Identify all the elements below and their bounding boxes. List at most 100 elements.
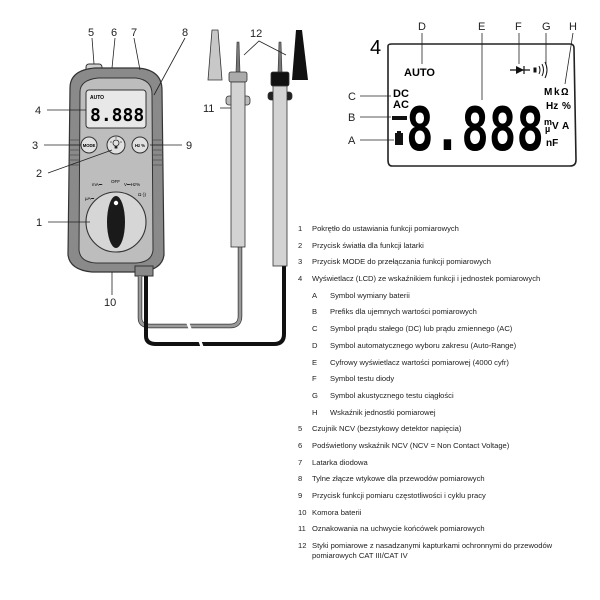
- legend-item-text: Prefiks dla ujemnych wartości pomiarowyc…: [330, 307, 477, 317]
- legend-item-text: Latarka diodowa: [312, 457, 368, 467]
- lead-black: [144, 265, 286, 346]
- legend-item-number: D: [312, 340, 318, 350]
- callout-3: 3: [32, 140, 38, 152]
- legend-subitem: D Symbol automatycznego wyboru zakresu (A…: [298, 341, 598, 358]
- probe-gray: [225, 41, 251, 248]
- legend-item-text: Symbol akustycznego testu ciągłości: [330, 390, 454, 400]
- legend-subitem: B Prefiks dla ujemnych wartości pomiarowy…: [298, 307, 598, 324]
- legend-item-text: Symbol wymiany baterii: [330, 290, 410, 300]
- legend-item-number: 3: [298, 257, 303, 267]
- legend-subitem: E Cyfrowy wyświetlacz wartości pomiarowej…: [298, 358, 598, 375]
- lcd-detail: 4 AUTO DC AC 8.888 M k Ω Hz % m µ V A nF: [370, 37, 577, 167]
- callout-12: 12: [250, 28, 262, 40]
- legend-item: 2 Przycisk światła dla funkcji latarki: [298, 241, 598, 258]
- lcd-unit-m: M: [544, 87, 552, 98]
- lcd-detail-number: 4: [370, 37, 381, 59]
- lcd-ac: AC: [393, 99, 409, 111]
- legend-item-number: 7: [298, 457, 303, 467]
- legend-item-number: 11: [298, 524, 306, 534]
- legend-item-number: 4: [298, 274, 303, 284]
- legend-item-number: E: [312, 357, 318, 367]
- probe-gray-tip: [235, 41, 241, 73]
- legend-item-text: Oznakowania na uchwycie końcówek pomiaro…: [312, 524, 485, 534]
- probe-black-guard: [270, 71, 290, 87]
- callout-11: 11: [203, 103, 214, 115]
- legend-item-number: 12: [298, 541, 307, 551]
- callout-6: 6: [111, 27, 117, 39]
- legend-item-text: Pokrętło do ustawiania funkcji pomiarowy…: [312, 224, 459, 233]
- device-lcd-digits: 8.888: [90, 105, 144, 126]
- lcd-unit-micro: µ: [545, 124, 550, 134]
- legend-item-text: Podświetlony wskaźnik NCV (NCV = Non Con…: [312, 440, 510, 450]
- callout-f: F: [515, 21, 522, 33]
- buzzer-icon: [533, 61, 548, 79]
- callout-e: E: [478, 21, 485, 33]
- lcd-minus: [392, 116, 407, 120]
- callout-g: G: [542, 21, 551, 33]
- callout-a: A: [348, 135, 356, 147]
- legend-item: 8 Tylne złącze wtykowe dla przewodów pomi…: [298, 474, 598, 491]
- lcd-unit-hz: Hz: [546, 101, 558, 112]
- lcd-unit-percent: %: [562, 101, 571, 112]
- probe-black: [267, 41, 293, 267]
- legend-item-text: Wyświetlacz (LCD) ze wskaźnikiem funkcji…: [312, 274, 541, 284]
- legend-item-text: Przycisk światła dla funkcji latarki: [312, 240, 424, 250]
- legend-item-number: 5: [298, 424, 303, 434]
- legend-item-text: Wskaźnik jednostki pomiarowej: [330, 407, 436, 417]
- legend-item-text: Tylne złącze wtykowe dla przewodów pomia…: [312, 474, 485, 484]
- lead-break-mark: [196, 335, 206, 353]
- legend-item-text: Symbol prądu stałego (DC) lub prądu zmie…: [330, 324, 513, 334]
- callout-8: 8: [182, 27, 188, 39]
- battery-icon: [395, 131, 403, 145]
- legend-item-number: 8: [298, 474, 303, 484]
- lcd-unit-ohm: Ω: [561, 87, 569, 98]
- lcd-dc: DC: [393, 88, 409, 100]
- hz-button[interactable]: [131, 136, 149, 154]
- legend-item: 10 Komora baterii: [298, 508, 598, 525]
- diode-icon: [510, 66, 530, 74]
- hz-button-label: Hz %: [135, 143, 145, 148]
- dial-knob[interactable]: [107, 196, 125, 248]
- lcd-unit-k: k: [554, 87, 560, 98]
- lcd-unit-nf: nF: [546, 138, 558, 149]
- dial-label-ohm: Ω·)): [138, 192, 146, 197]
- legend-item-text: Przycisk funkcji pomiaru częstotliwości …: [312, 491, 486, 500]
- legend-item-number: B: [312, 307, 318, 317]
- legend-item-number: H: [312, 407, 318, 417]
- callout-b: B: [348, 112, 355, 124]
- callout-9: 9: [186, 140, 192, 152]
- cap-black: [292, 30, 308, 80]
- bulb-icon: [110, 137, 122, 149]
- probe-black-tip: [277, 41, 283, 73]
- multimeter: AUTO 8.888 MODE Hz % mA⎓ OFF V⎓Hz% µA⎓ Ω…: [67, 63, 165, 277]
- callout-d: D: [418, 21, 426, 33]
- legend-item-text: Przycisk MODE do przełączania funkcji po…: [312, 257, 491, 267]
- legend-item-text: Cyfrowy wyświetlacz wartości pomiarowej …: [330, 357, 509, 367]
- legend-item-number: C: [312, 324, 318, 334]
- probe-leads: [137, 245, 286, 353]
- legend-item-text: Symbol automatycznego wyboru zakresu (Au…: [330, 340, 517, 350]
- legend-item-number: 10: [298, 507, 307, 517]
- legend-item: 4 Wyświetlacz (LCD) ze wskaźnikiem funkcj…: [298, 274, 598, 291]
- probe-black-handle: [272, 85, 288, 267]
- callout-10: 10: [104, 297, 116, 309]
- legend-item-text: Komora baterii: [312, 507, 362, 517]
- probe-gray-handle: [230, 81, 246, 248]
- device-lcd-auto: AUTO: [90, 95, 104, 101]
- dial-label-ua: µA⎓: [85, 196, 95, 201]
- probe-socket: [134, 265, 154, 277]
- callout-5: 5: [88, 27, 94, 39]
- light-button[interactable]: [106, 135, 126, 155]
- legend-subitem: C Symbol prądu stałego (DC) lub prądu zmi…: [298, 324, 598, 341]
- lcd-digits: 8.888: [406, 95, 544, 165]
- callout-h: H: [569, 21, 577, 33]
- callout-1: 1: [36, 217, 42, 229]
- legend-item-text: Symbol testu diody: [330, 374, 395, 384]
- legend-item-number: 2: [298, 240, 303, 250]
